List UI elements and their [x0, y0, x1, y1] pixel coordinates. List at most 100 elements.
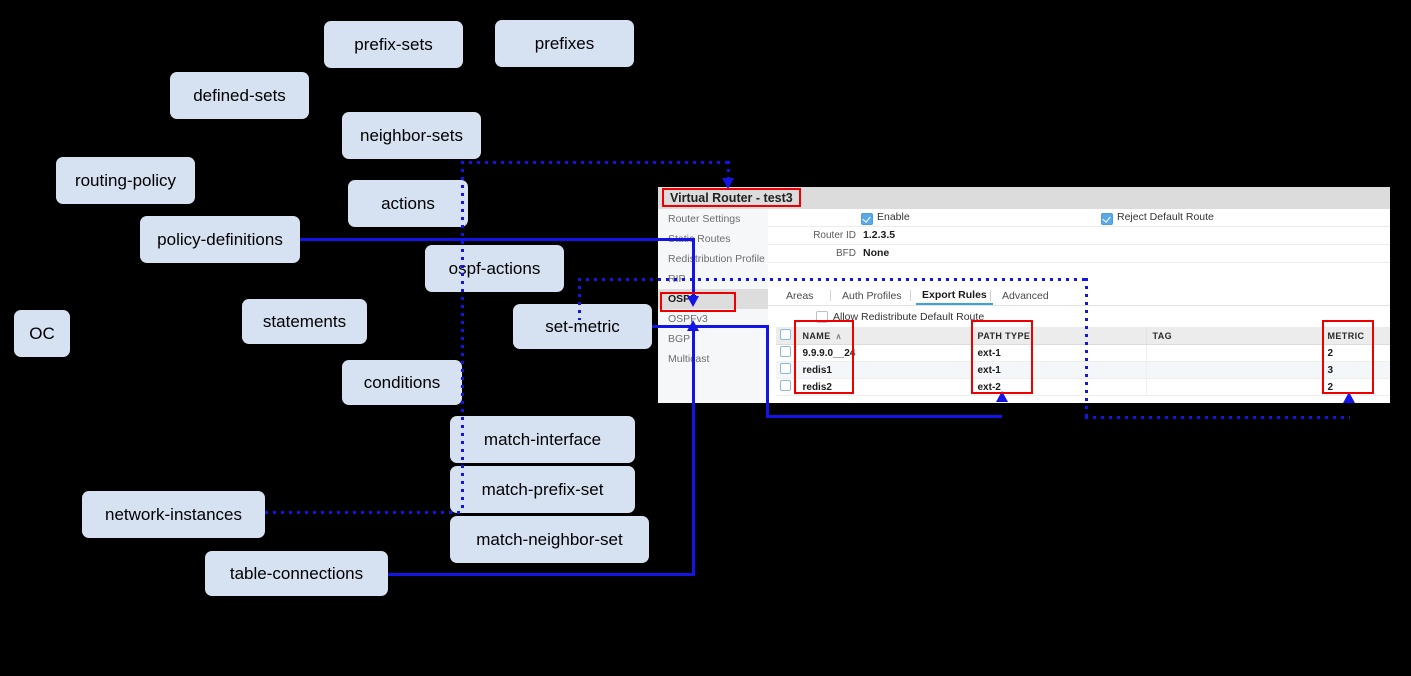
- connector-solid-policy-definitions-drop: [692, 238, 695, 300]
- form-row-enable: [768, 209, 1390, 227]
- node-neighbor-sets[interactable]: neighbor-sets: [342, 112, 481, 159]
- reject-default-route-checkbox[interactable]: [1101, 213, 1113, 225]
- bfd-select[interactable]: None: [863, 247, 890, 259]
- table-header-row: NAME ∧ PATH TYPE TAG METRIC: [776, 327, 1390, 345]
- node-label: set-metric: [545, 316, 620, 336]
- row-select-cell[interactable]: [776, 361, 797, 379]
- sidebar-item-label: Router Settings: [668, 213, 741, 225]
- node-routing-policy[interactable]: routing-policy: [56, 157, 195, 204]
- sidebar-item-ospf[interactable]: OSPF: [658, 289, 768, 309]
- tab-auth-profiles[interactable]: Auth Profiles: [836, 287, 908, 305]
- node-label: prefixes: [534, 33, 595, 53]
- connector-solid-set-metric: [652, 325, 769, 328]
- tab-label: Advanced: [1002, 290, 1049, 302]
- tab-label: Auth Profiles: [842, 290, 902, 302]
- node-label: policy-definitions: [157, 229, 283, 249]
- select-all-header[interactable]: [776, 327, 797, 345]
- node-match-neighbor-set[interactable]: match-neighbor-set: [450, 516, 649, 563]
- arrow-into-ospf-nav-bottom: [687, 320, 699, 331]
- enable-checkbox[interactable]: [861, 213, 873, 225]
- node-statements[interactable]: statements: [242, 299, 367, 344]
- column-header-path-type[interactable]: PATH TYPE: [971, 327, 1147, 345]
- node-label: actions: [381, 193, 435, 213]
- node-label: conditions: [363, 372, 441, 392]
- sidebar-item-redistribution-profile[interactable]: Redistribution Profile: [658, 249, 768, 269]
- select-all-checkbox[interactable]: [780, 329, 792, 340]
- table-row[interactable]: redis2 ext-2 2: [776, 378, 1390, 396]
- arrow-into-metric-column: [1343, 392, 1355, 403]
- enable-label: Enable: [877, 211, 910, 223]
- cell-metric: 2: [1321, 378, 1390, 396]
- node-label: prefix-sets: [354, 34, 433, 54]
- connector-dotted-set-metric-riser: [578, 278, 581, 320]
- node-label: match-interface: [483, 429, 602, 449]
- column-header-tag[interactable]: TAG: [1146, 327, 1322, 345]
- node-ospf-actions[interactable]: ospf-actions: [425, 245, 564, 292]
- cell-name: redis1: [796, 361, 972, 379]
- column-header-metric[interactable]: METRIC: [1321, 327, 1390, 345]
- connector-dotted-vr-title-drop: [727, 161, 730, 181]
- cell-tag: [1146, 378, 1322, 396]
- cell-tag: [1146, 361, 1322, 379]
- row-checkbox[interactable]: [780, 363, 792, 374]
- node-table-connections[interactable]: table-connections: [205, 551, 388, 596]
- row-checkbox[interactable]: [780, 346, 792, 357]
- sidebar-item-bgp[interactable]: BGP: [658, 329, 768, 349]
- node-match-interface[interactable]: match-interface: [450, 416, 635, 463]
- connector-solid-table-connections: [388, 573, 695, 576]
- cell-path-type: ext-1: [971, 361, 1147, 379]
- sidebar-item-label: Multicast: [668, 353, 710, 365]
- cell-name: 9.9.9.0__24: [796, 344, 972, 362]
- bfd-label: BFD: [836, 248, 856, 259]
- connector-solid-set-metric-drop: [766, 325, 769, 418]
- node-conditions[interactable]: conditions: [342, 360, 462, 405]
- dialog-title: Virtual Router - test3: [662, 188, 801, 207]
- tab-export-rules[interactable]: Export Rules: [916, 287, 993, 305]
- row-checkbox[interactable]: [780, 380, 792, 391]
- node-label: network-instances: [104, 504, 242, 524]
- form-row-router-id: [768, 227, 1390, 245]
- router-id-input[interactable]: 1.2.3.5: [863, 229, 896, 241]
- tab-divider: [990, 290, 991, 301]
- node-set-metric[interactable]: set-metric: [513, 304, 652, 349]
- node-oc[interactable]: OC: [14, 310, 70, 357]
- tab-label: Areas: [786, 290, 814, 302]
- node-prefixes[interactable]: prefixes: [495, 20, 634, 67]
- connector-dotted-vertical-trunk: [461, 161, 464, 513]
- row-select-cell[interactable]: [776, 344, 797, 362]
- allow-redistribute-row: Allow Redistribute Default Route: [768, 309, 1390, 325]
- row-select-cell[interactable]: [776, 378, 797, 396]
- sidebar-item-label: Redistribution Profile: [668, 253, 765, 265]
- node-label: OC: [29, 323, 55, 343]
- sidebar-item-multicast[interactable]: Multicast: [658, 349, 768, 369]
- node-label: table-connections: [229, 563, 364, 583]
- sidebar-item-label: BGP: [668, 333, 691, 345]
- sort-caret-icon: ∧: [835, 331, 842, 341]
- export-rules-table: NAME∧ PATH TYPE TAG METRIC 9.9.9.0: [776, 327, 1390, 396]
- dialog-sidebar: Router Settings Static Routes Redistribu…: [658, 209, 768, 403]
- column-label: PATH TYPE: [977, 330, 1031, 341]
- node-network-instances[interactable]: network-instances: [82, 491, 265, 538]
- table-row[interactable]: redis1 ext-1 3: [776, 361, 1390, 379]
- reject-default-route-label: Reject Default Route: [1117, 211, 1214, 223]
- column-header-name[interactable]: NAME ∧: [796, 327, 972, 345]
- node-prefix-sets[interactable]: prefix-sets: [324, 21, 463, 68]
- tab-areas[interactable]: Areas: [780, 287, 819, 305]
- column-label: NAME: [802, 330, 831, 341]
- node-defined-sets[interactable]: defined-sets: [170, 72, 309, 119]
- sidebar-item-static-routes[interactable]: Static Routes: [658, 229, 768, 249]
- tab-divider: [910, 290, 911, 301]
- sidebar-item-router-settings[interactable]: Router Settings: [658, 209, 768, 229]
- allow-redistribute-checkbox[interactable]: [816, 311, 828, 323]
- tab-bar: Areas Auth Profiles Export Rules Advance…: [768, 287, 1390, 306]
- tab-advanced[interactable]: Advanced: [996, 287, 1055, 305]
- node-label: match-prefix-set: [481, 479, 604, 499]
- cell-path-type: ext-1: [971, 344, 1147, 362]
- node-policy-definitions[interactable]: policy-definitions: [140, 216, 300, 263]
- node-label: match-neighbor-set: [476, 529, 623, 549]
- table-row[interactable]: 9.9.9.0__24 ext-1 2: [776, 344, 1390, 362]
- node-match-prefix-set[interactable]: match-prefix-set: [450, 466, 635, 513]
- node-actions[interactable]: actions: [348, 180, 468, 227]
- arrow-into-path-type-column: [996, 391, 1008, 402]
- connector-solid-policy-definitions: [300, 238, 695, 241]
